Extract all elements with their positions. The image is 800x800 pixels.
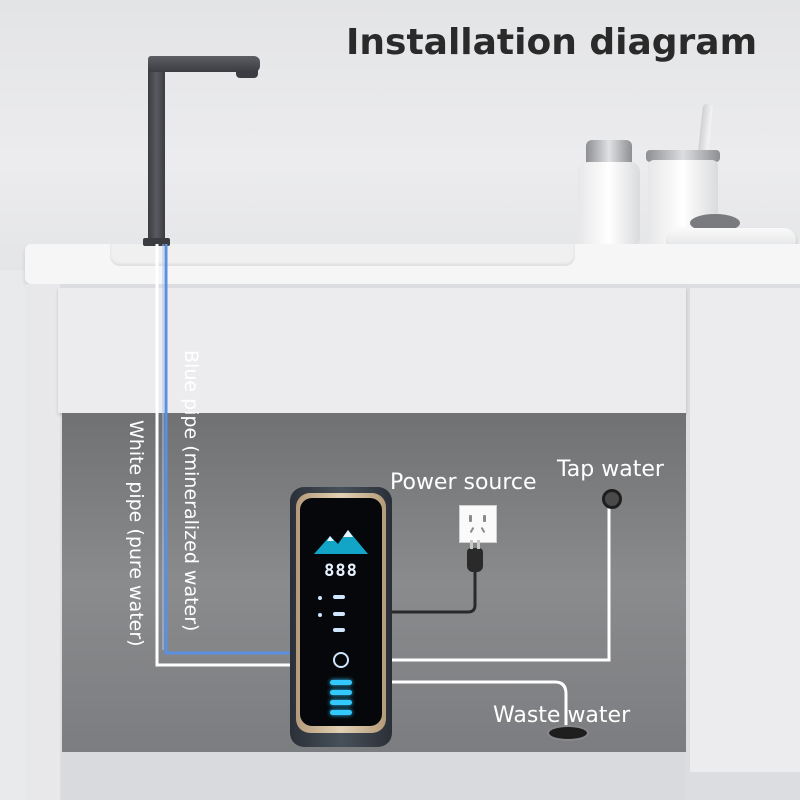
waste-water-label: Waste water	[493, 703, 631, 728]
white-pipe-label: White pipe (pure water)	[125, 420, 147, 647]
faucet-icon	[148, 58, 165, 244]
tap-water-pipe	[390, 505, 611, 662]
power-button[interactable]	[333, 652, 349, 668]
filter-level-bar	[330, 680, 352, 685]
blue-pipe-label: Blue pipe (mineralized water)	[180, 350, 202, 632]
plug-icon	[467, 540, 483, 572]
white-pipe	[155, 244, 300, 667]
soap-bar	[690, 214, 740, 232]
filter-level-bar	[330, 690, 352, 695]
indicator-led	[333, 628, 345, 632]
cabinet-door	[690, 288, 800, 772]
sink-basin	[110, 244, 575, 266]
power-source-label: Power source	[390, 470, 537, 495]
filter-level-bar	[330, 700, 352, 705]
filter-level-bar	[330, 710, 352, 715]
power-cable	[390, 570, 477, 614]
drain-icon	[547, 725, 589, 741]
blue-pipe	[164, 244, 300, 655]
faucet-tip	[236, 70, 258, 78]
dispenser-jar	[578, 140, 640, 248]
tap-water-label: Tap water	[557, 457, 664, 482]
faucet-base	[143, 238, 170, 246]
page-title: Installation diagram	[346, 22, 758, 63]
indicator-dot	[318, 596, 322, 600]
indicator-led	[333, 612, 345, 616]
purifier-display: 888	[324, 561, 358, 581]
cabinet-floor	[62, 752, 686, 800]
indicator-dot	[318, 613, 322, 617]
cabinet-side-panel	[25, 284, 60, 800]
faucet-spout	[148, 56, 260, 72]
tap-valve-icon	[602, 489, 622, 509]
power-outlet-icon	[459, 505, 497, 543]
waste-water-pipe	[390, 680, 568, 728]
mountain-logo-icon	[314, 530, 368, 554]
indicator-led	[333, 595, 345, 599]
